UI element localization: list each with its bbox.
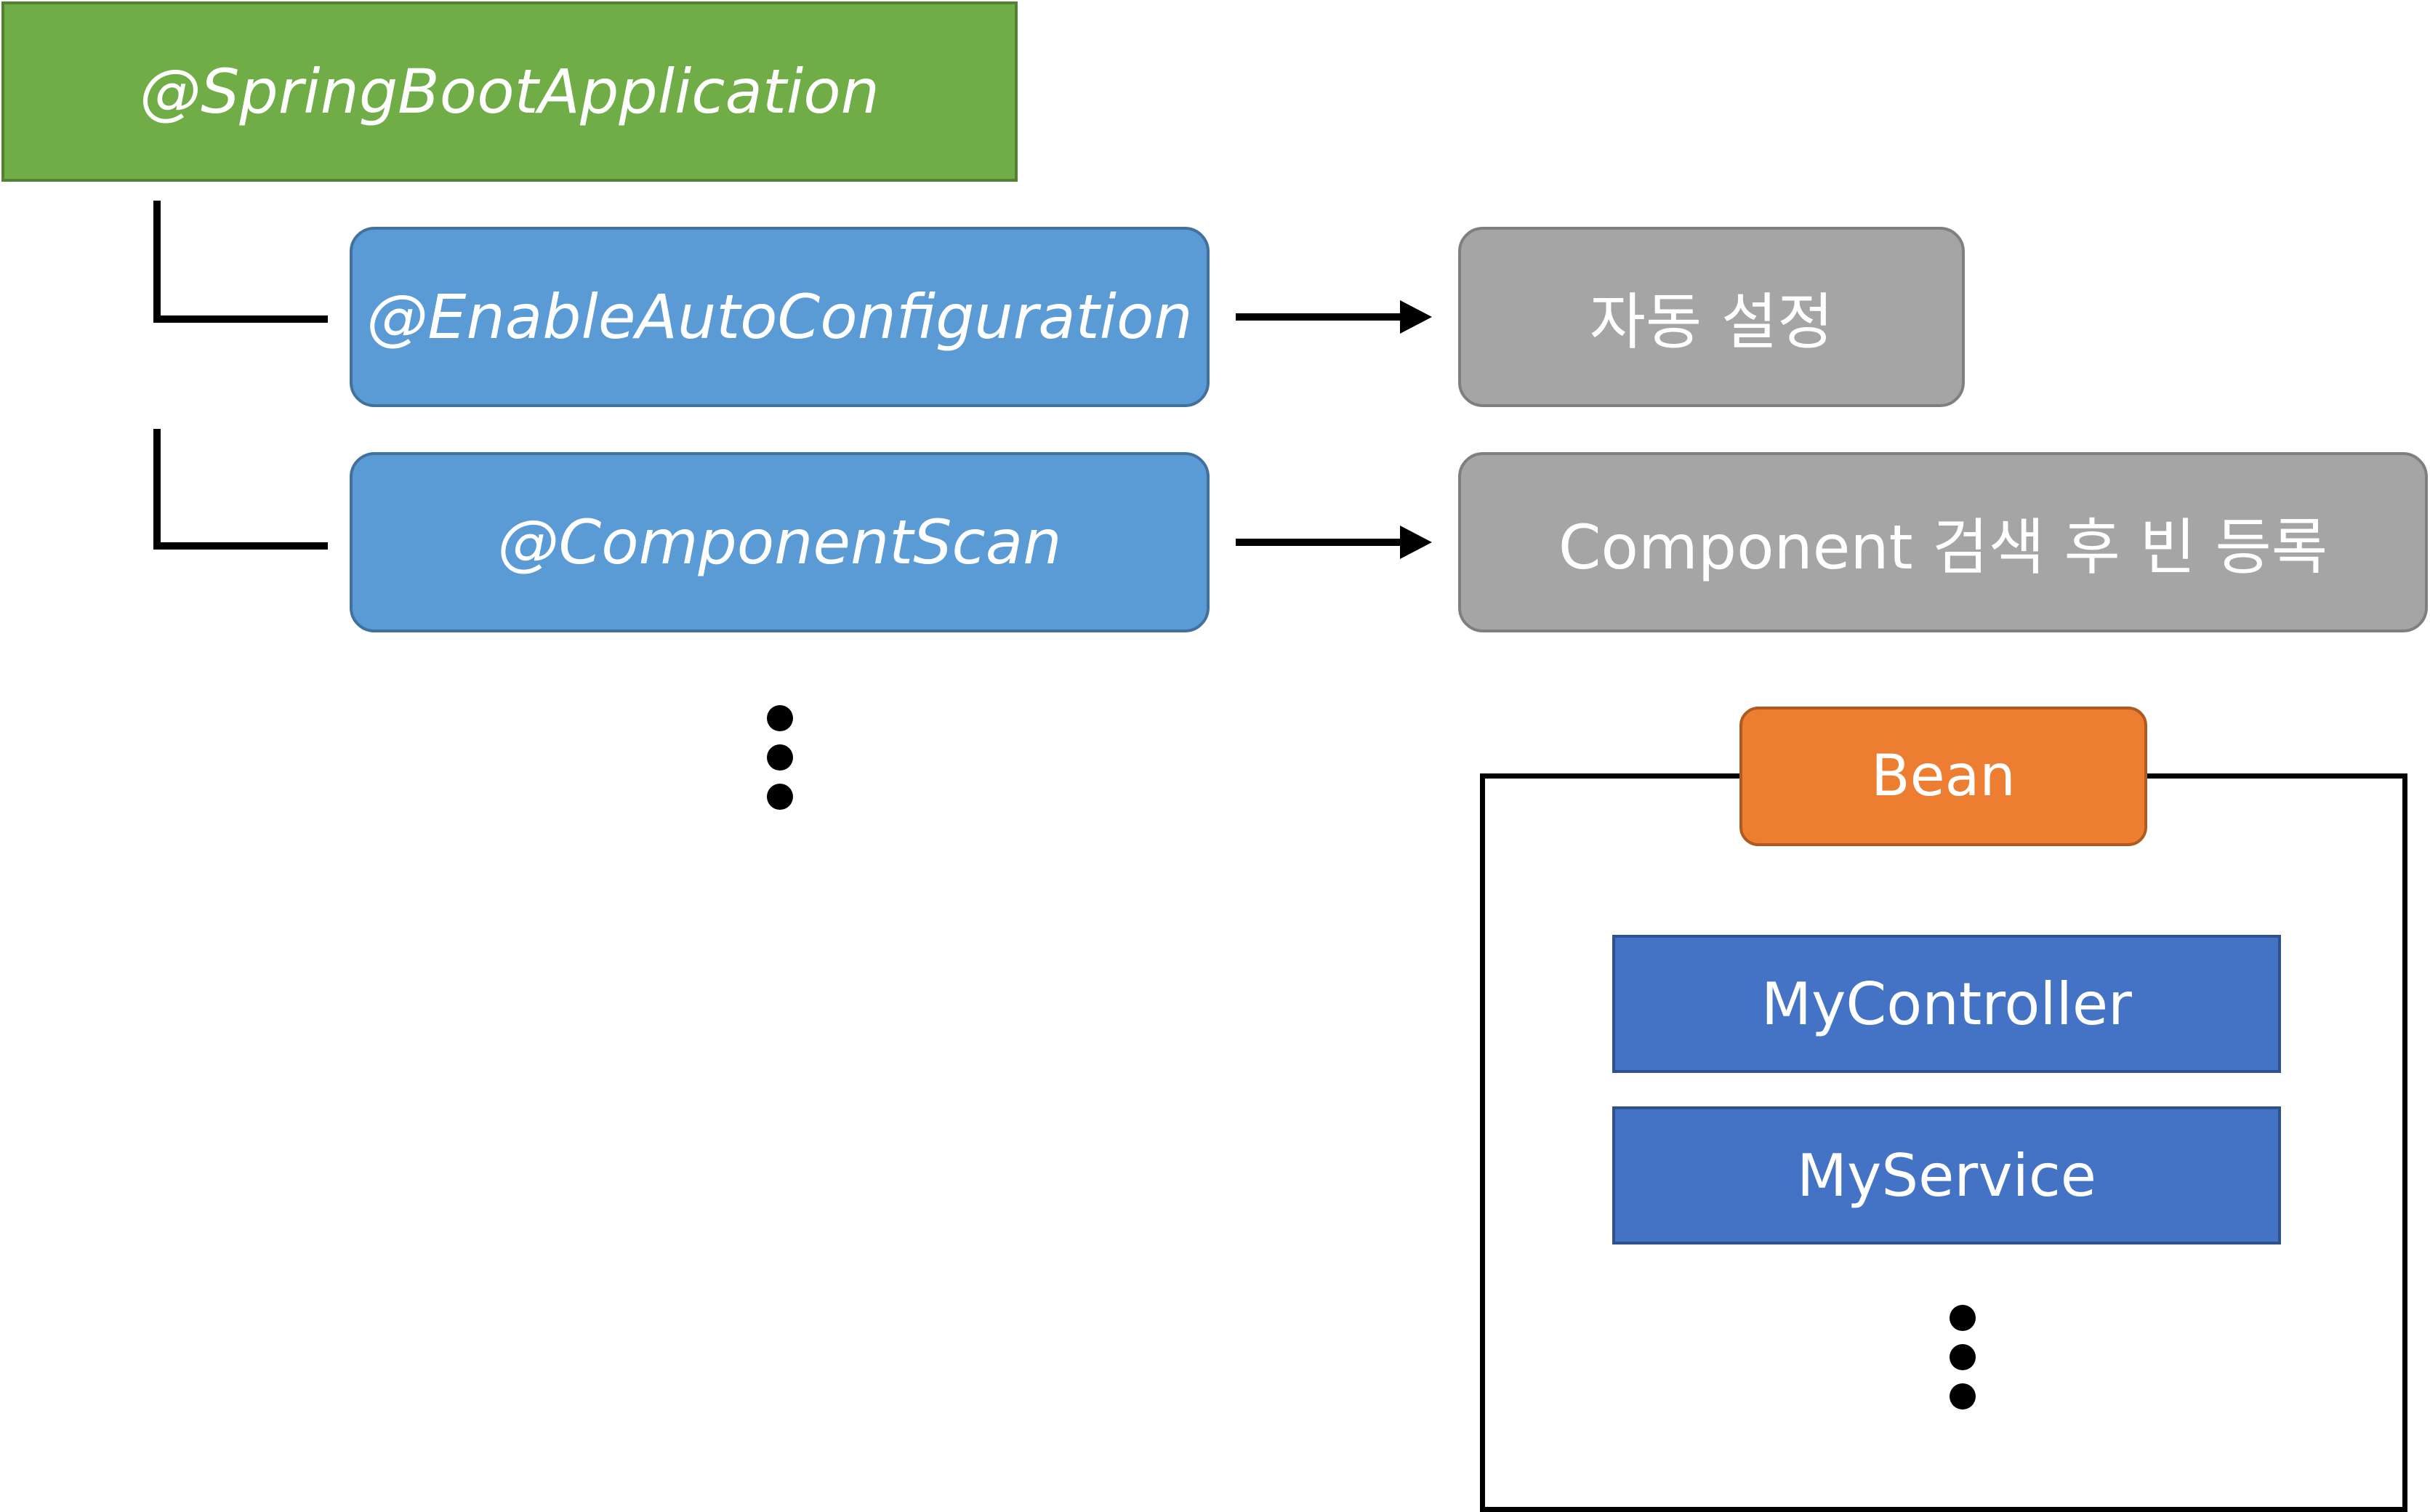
bean-item-my-service: MyService bbox=[1612, 1106, 2281, 1244]
component-scan-box: @ComponentScan bbox=[350, 452, 1210, 632]
component-register-result-box: Component 검색 후 빈 등록 bbox=[1458, 452, 2428, 632]
bean-title-box: Bean bbox=[1739, 707, 2147, 846]
component-register-result-label: Component 검색 후 빈 등록 bbox=[1558, 511, 2328, 583]
annotation-ellipsis-dot-2 bbox=[767, 744, 793, 771]
bean-ellipsis-dot-3 bbox=[1950, 1383, 1976, 1410]
auto-config-result-box: 자동 설정 bbox=[1458, 227, 1965, 407]
bean-ellipsis-dot-1 bbox=[1950, 1305, 1976, 1331]
annotation-ellipsis-dot-3 bbox=[767, 784, 793, 810]
bean-item-my-controller: MyController bbox=[1612, 935, 2281, 1073]
bean-item-label: MyService bbox=[1796, 1141, 2097, 1210]
connector-enable-auto-configuration bbox=[153, 201, 328, 323]
enable-auto-configuration-box: @EnableAutoConfiguration bbox=[350, 227, 1210, 407]
enable-auto-configuration-label: @EnableAutoConfiguration bbox=[366, 281, 1193, 353]
component-scan-label: @ComponentScan bbox=[497, 507, 1062, 578]
bean-ellipsis-dot-2 bbox=[1950, 1344, 1976, 1370]
connector-component-scan bbox=[153, 429, 328, 550]
bean-item-label: MyController bbox=[1761, 970, 2132, 1038]
auto-config-result-label: 자동 설정 bbox=[1589, 286, 1834, 358]
annotation-ellipsis-dot-1 bbox=[767, 705, 793, 731]
spring-boot-application-label: @SpringBootApplication bbox=[140, 56, 880, 127]
arrow-to-auto-config bbox=[1236, 300, 1432, 334]
bean-title-label: Bean bbox=[1871, 744, 2016, 809]
spring-boot-application-box: @SpringBootApplication bbox=[1, 1, 1018, 182]
arrow-to-component-register bbox=[1236, 526, 1432, 559]
